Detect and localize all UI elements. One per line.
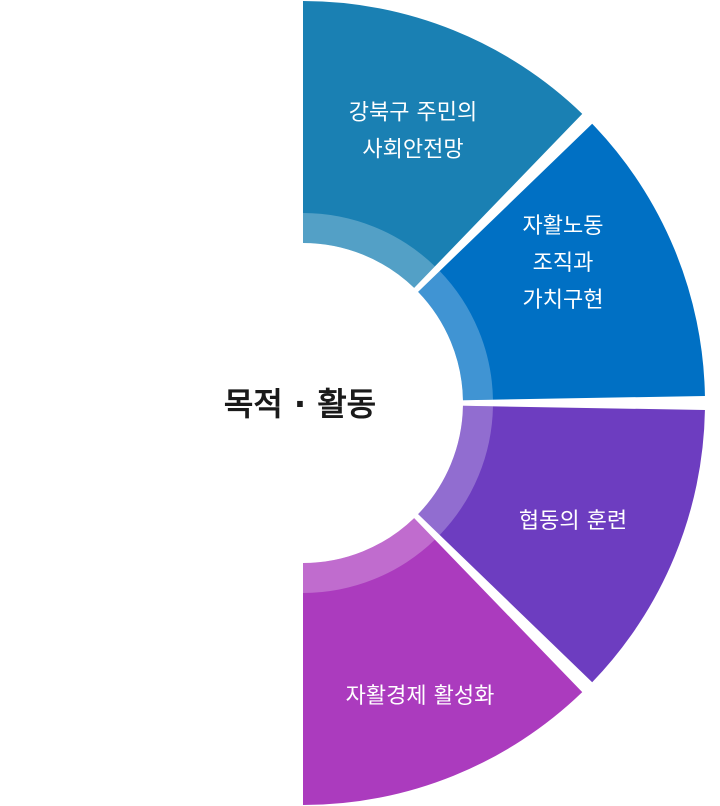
segment-training-inner-band <box>418 405 493 535</box>
segment-training-fill <box>418 405 705 683</box>
segment-economy-inner-band <box>303 518 435 593</box>
segment-economy: 자활경제 활성화 <box>303 518 583 805</box>
segment-labor-label-line: 가치구현 <box>523 288 604 313</box>
segment-labor-inner-band <box>418 271 493 401</box>
segment-residents-fill <box>303 1 583 288</box>
segment-training-label-line: 협동의 훈련 <box>519 509 627 534</box>
segment-training: 협동의 훈련 <box>418 405 705 683</box>
segment-economy-label-line: 자활경제 활성화 <box>346 684 495 709</box>
segment-labor-label-line: 조직과 <box>533 251 594 276</box>
segment-economy-fill <box>303 518 583 805</box>
segment-residents-label-line: 강북구 주민의 <box>349 101 477 126</box>
segment-residents-label-line: 사회안전망 <box>362 138 463 163</box>
segment-labor-fill <box>418 123 705 401</box>
segment-residents-inner-band <box>303 213 435 288</box>
segment-labor-label-line: 자활노동 <box>523 214 604 239</box>
center-title: 목적 · 활동 <box>224 385 376 423</box>
